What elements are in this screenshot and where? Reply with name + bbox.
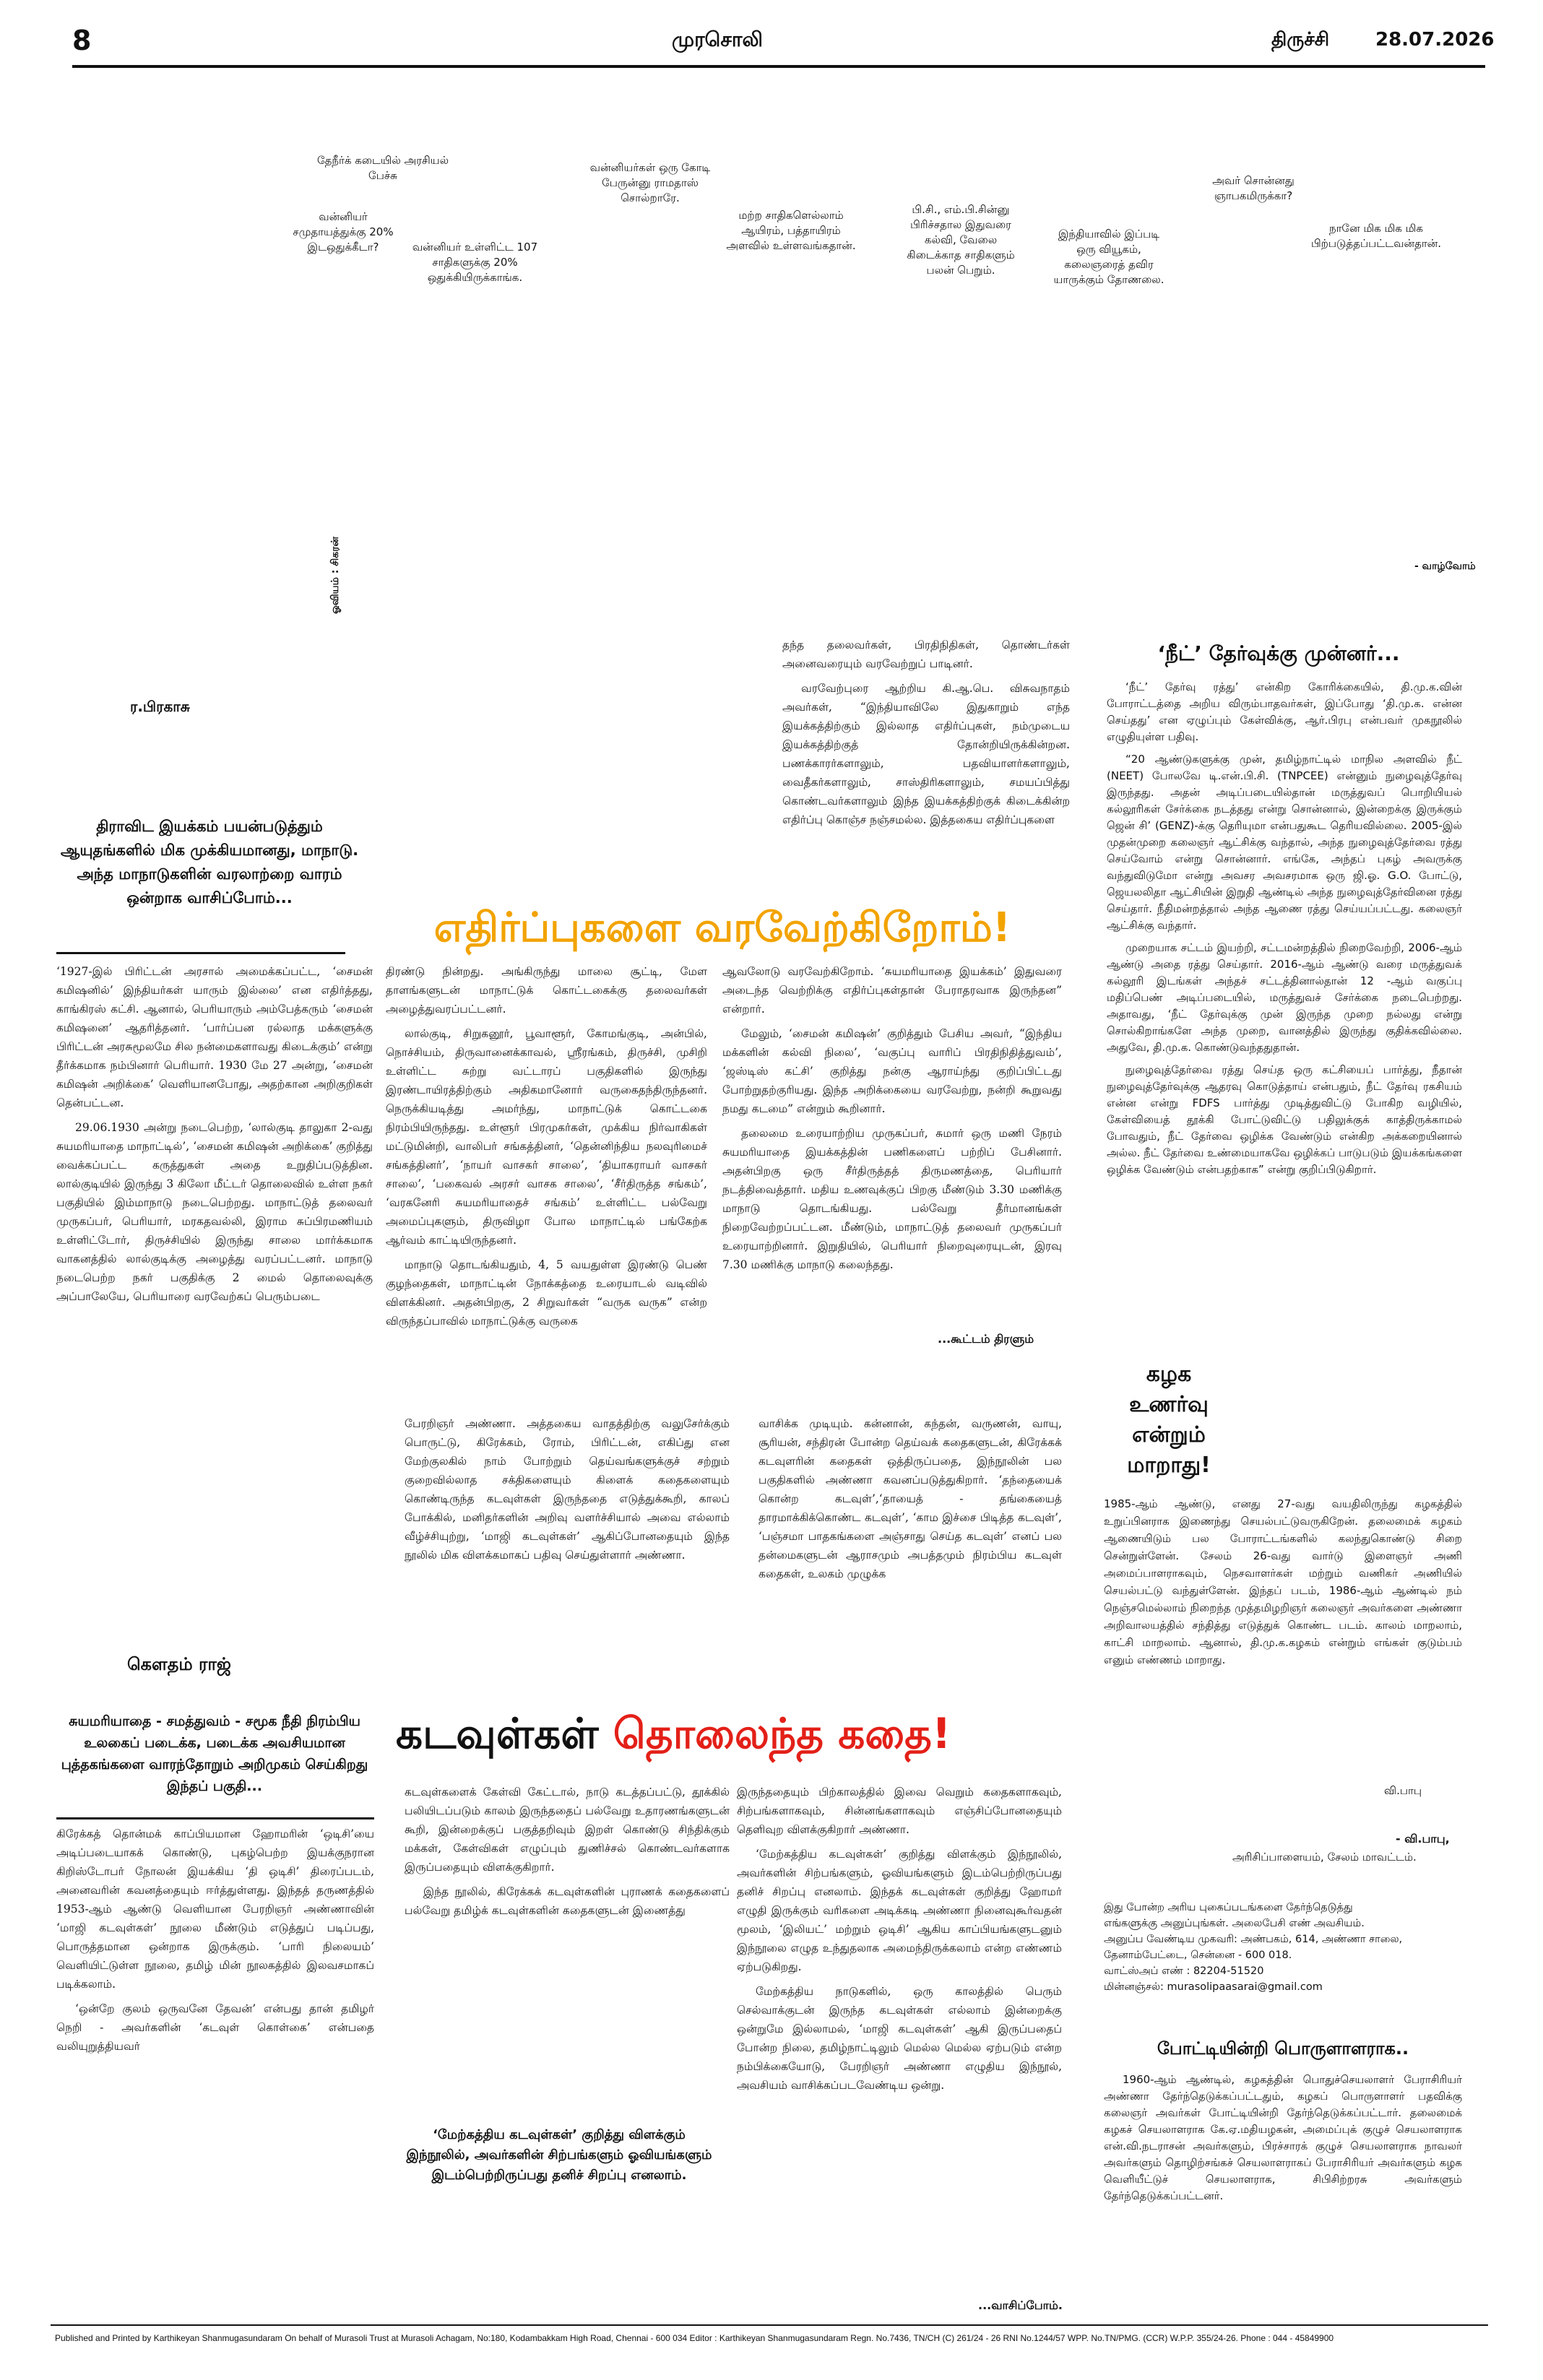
cartoon-bubble: மற்ற சாதிகளெல்லாம் ஆயிரம், பத்தாயிரம் அள… (726, 209, 856, 252)
paragraph: கிரேக்கத் தொன்மக் காப்பியமான ஹோமரின் ‘ஒட… (56, 1827, 374, 1991)
title-line: என்றும் (1132, 1422, 1206, 1448)
notice-line: வாட்ஸ்அப் எண் : 82204-51520 (1104, 1965, 1264, 1977)
book-intro-rule (56, 1817, 374, 1819)
cartoon-strip: தேநீர்க் கடையில் அரசியல் பேச்சு வன்னியர்… (289, 152, 1459, 542)
article-column: திரண்டு நின்றது. அங்கிருந்து மாலை சூட்டி… (386, 962, 707, 1336)
paragraph: பேரறிஞர் அண்ணா. அத்தகைய வாதத்திற்கு வலுச… (405, 1417, 730, 1562)
paragraph: லால்குடி, சிறுகனூர், பூவாளூர், கோமங்குடி… (386, 1027, 707, 1247)
cartoon-bubble: நானே மிக மிக மிக பிற்படுத்தப்பட்டவன்தான்… (1310, 222, 1441, 250)
book-byline: கௌதம் ராஜ் (127, 1654, 231, 1674)
imprint-line: Published and Printed by Karthikeyan Sha… (55, 2333, 1334, 2343)
book-column: வாசிக்க முடியும். கன்னான், கந்தன், வருணன… (758, 1414, 1062, 1589)
notice-line: அனுப்ப வேண்டிய முகவரி: அண்பகம், 614, அண்… (1104, 1934, 1403, 1945)
paragraph: 29.06.1930 அன்று நடைபெற்ற, ‘லால்குடி தால… (56, 1121, 373, 1303)
title-line: மாறாது! (1127, 1453, 1211, 1478)
neet-column: ‘நீட்’ தேர்வு ரத்து’ என்கிற கோரிக்கையில்… (1107, 679, 1462, 1184)
article-column: ஆவலோடு வரவேற்கிறோம். ‘சுயமரியாதை இயக்கம்… (722, 962, 1062, 1280)
paragraph: வரவேற்புரை ஆற்றிய கி.ஆ.பெ. விசுவநாதம் அவ… (782, 682, 1070, 826)
paragraph: மாநாடு தொடங்கியதும், 4, 5 வயதுள்ள இரண்டு… (386, 1258, 707, 1328)
paragraph: நுழைவுத்தேர்வை ரத்து செய்த ஒரு கட்சியைப்… (1107, 1063, 1462, 1176)
article-headline: எதிர்ப்புகளை வரவேற்கிறோம்! (390, 897, 1055, 959)
memory-signature: - வி.பாபு, (1396, 1832, 1450, 1845)
cartoon-bubble: தேநீர்க் கடையில் அரசியல் பேச்சு (316, 154, 449, 182)
headline-part-2: தொலைந்த கதை! (613, 1709, 951, 1758)
cartoon-bubble: அவர் சொன்னது ஞாபகமிருக்கா? (1212, 174, 1295, 202)
paragraph: வாசிக்க முடியும். கன்னான், கந்தன், வருணன… (758, 1417, 1062, 1580)
memory-photo-placeholder (1266, 1351, 1464, 1560)
illustration-credit: ஓவியம் : சிகரன் (329, 536, 341, 614)
paragraph: மேற்கத்திய நாடுகளில், ஒரு காலத்தில் பெரு… (737, 1985, 1062, 2092)
city: திருச்சி (1271, 29, 1330, 51)
paragraph: முறையாக சட்டம் இயற்றி, சட்டமன்றத்தில் நி… (1107, 941, 1462, 1054)
notice-line: தேனாம்பேட்டை, சென்னை - 600 018. (1104, 1950, 1292, 1961)
paragraph: 1960-ஆம் ஆண்டில், கழகத்தின் பொதுச்செயலாள… (1104, 2073, 1462, 2202)
photo-caption: வி.பாபு (1384, 1784, 1422, 1797)
article-column: தந்த தலைவர்கள், பிரதிநிதிகள், தொண்டர்கள்… (782, 636, 1070, 835)
book-column: கிரேக்கத் தொன்மக் காப்பியமான ஹோமரின் ‘ஒட… (56, 1825, 374, 2061)
cartoon-bubble: வன்னியர்கள் ஒரு கோடி பேருன்னு ராமதாஸ் சொ… (589, 161, 711, 204)
headline-part-1: கடவுள்கள் (396, 1709, 599, 1758)
paragraph: “20 ஆண்டுகளுக்கு முன், தமிழ்நாட்டில் மாந… (1107, 753, 1462, 932)
book-column: கடவுள்களைக் கேள்வி கேட்டால், நாடு கடத்தப… (405, 1783, 730, 1926)
paragraph: மேலும், ‘சைமன் கமிஷன்’ குறித்தும் பேசிய … (722, 1027, 1062, 1115)
neet-title: ‘நீட்’ தேர்வுக்கு முன்னர்... (1157, 641, 1400, 665)
footer-rule (51, 2324, 1488, 2326)
cartoon-bubble: பி.சி., எம்.பி.சின்னு பிரிச்சதால இதுவரை … (907, 203, 1015, 277)
memory-address: அரிசிப்பாளையம், சேலம் மாவட்டம். (1232, 1851, 1417, 1864)
title-line: உணர்வு (1129, 1392, 1209, 1417)
memory-title: கழக உணர்வு என்றும் மாறாது! (1097, 1359, 1241, 1481)
cartoon-bubble: இந்தியாவில் இப்படி ஒரு வியூகம், கலைஞரைத்… (1053, 228, 1164, 286)
treasurer-column: 1960-ஆம் ஆண்டில், கழகத்தின் பொதுச்செயலாள… (1104, 2072, 1462, 2210)
pullquote: ‘மேற்கத்திய கடவுள்கள்’ குறித்து விளக்கும… (406, 2127, 712, 2183)
notice-box: இது போன்ற அரிய புகைப்படங்களை தேர்ந்தெடுத… (1104, 1900, 1462, 1995)
book-headline: கடவுள்கள் தொலைந்த கதை! (396, 1699, 1071, 1768)
book-column: இருந்ததையும் பிற்காலத்தில் இவை வெறும் கத… (737, 1783, 1062, 2100)
date: 28.07.2026 (1375, 29, 1495, 51)
paragraph: இந்த நூலில், கிரேக்கக் கடவுள்களின் புராண… (405, 1885, 730, 1917)
masthead-rule (72, 65, 1485, 68)
paragraph: தந்த தலைவர்கள், பிரதிநிதிகள், தொண்டர்கள்… (782, 639, 1070, 670)
book-continued: ...வாசிப்போம். (978, 2298, 1063, 2312)
paragraph: ‘மேற்கத்திய கடவுள்கள்’ குறித்து விளக்கும… (737, 1848, 1062, 1973)
notice-line: மின்னஞ்சல்: murasolipaasarai@gmail.com (1104, 1981, 1323, 1993)
paragraph: இருந்ததையும் பிற்காலத்தில் இவை வெறும் கத… (737, 1786, 1062, 1836)
book-column: பேரறிஞர் அண்ணா. அத்தகைய வாதத்திற்கு வலுச… (405, 1414, 730, 1570)
notice-line: எங்களுக்கு அனுப்புங்கள். அலைபேசி எண் அவச… (1104, 1918, 1365, 1929)
paragraph: திரண்டு நின்றது. அங்கிருந்து மாலை சூட்டி… (386, 965, 707, 1016)
headline-text: எதிர்ப்புகளை வரவேற்கிறோம்! (433, 904, 1011, 951)
cartoon-credit: - வாழ்வோம் (1414, 561, 1476, 572)
paragraph: ‘ஒன்றே குலம் ஒருவனே தேவன்’ என்பது தான் த… (56, 2002, 374, 2053)
continued-note: ...கூட்டம் திரளும் (938, 1332, 1034, 1346)
book-intro: சுயமரியாதை - சமத்துவம் - சமூக நீதி நிரம்… (61, 1713, 368, 1794)
title-line: கழக (1146, 1362, 1192, 1387)
paragraph: 1985-ஆம் ஆண்டு, எனது 27-வது வயதிலிருந்து… (1104, 1497, 1462, 1666)
article-column: ‘1927-இல் பிரிட்டன் அரசால் அமைக்கப்பட்ட,… (56, 962, 373, 1312)
paper-name: முரசொலி (672, 27, 763, 51)
page-number: 8 (72, 25, 92, 56)
notice-line: இது போன்ற அரிய புகைப்படங்களை தேர்ந்தெடுத… (1104, 1902, 1353, 1913)
paragraph: ‘1927-இல் பிரிட்டன் அரசால் அமைக்கப்பட்ட,… (56, 965, 373, 1109)
memory-body: 1985-ஆம் ஆண்டு, எனது 27-வது வயதிலிருந்து… (1104, 1495, 1462, 1674)
cartoon-bubble: வன்னியர் உள்ளிட்ட 107 சாதிகளுக்கு 20% ஒத… (412, 241, 538, 284)
cartoon-bubble: வன்னியர் சமுதாயத்துக்கு 20% இடஒதுக்கீடா? (293, 210, 394, 254)
treasurer-title: போட்டியின்றி பொருளாளராக.. (1157, 2038, 1409, 2059)
intro-rule (56, 952, 345, 954)
paragraph: தலைமை உரையாற்றிய முருகப்பர், சுமார் ஒரு … (722, 1127, 1062, 1271)
paragraph: ‘நீட்’ தேர்வு ரத்து’ என்கிற கோரிக்கையில்… (1107, 680, 1462, 743)
paragraph: ஆவலோடு வரவேற்கிறோம். ‘சுயமரியாதை இயக்கம்… (722, 965, 1062, 1016)
byline: ர.பிரகாசு (130, 698, 190, 715)
paragraph: கடவுள்களைக் கேள்வி கேட்டால், நாடு கடத்தப… (405, 1786, 730, 1874)
article-intro: திராவிட இயக்கம் பயன்படுத்தும் ஆயுதங்களில… (60, 818, 359, 906)
